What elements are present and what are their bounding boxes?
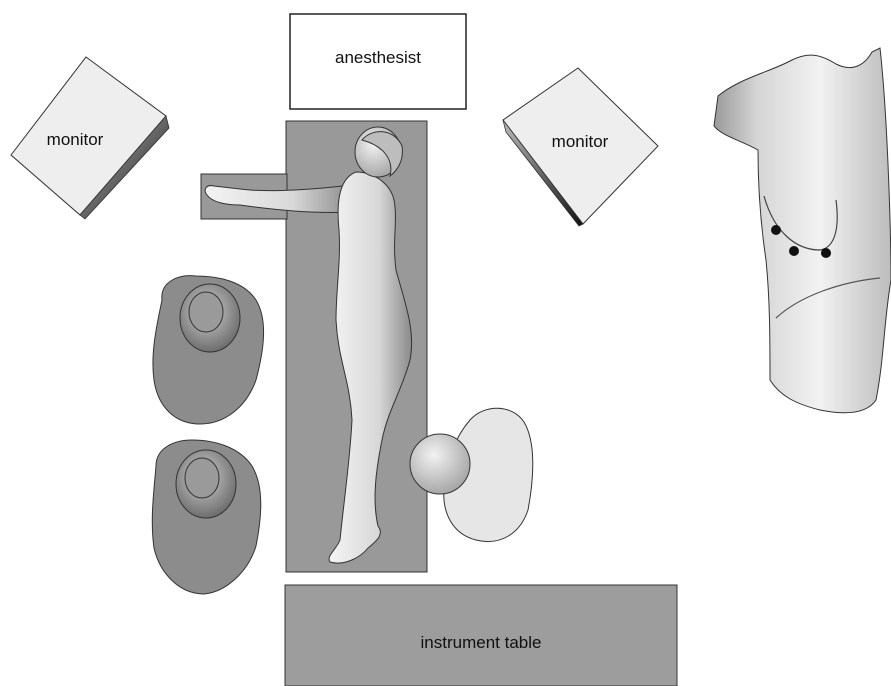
trocar-port-2 (789, 246, 799, 256)
instrument-table (285, 585, 677, 686)
monitor-left (11, 57, 169, 219)
trocar-port-1 (771, 225, 781, 235)
surgeon-upper (153, 276, 264, 424)
anesthesist-box (290, 14, 466, 109)
monitor-right (503, 68, 658, 226)
trocar-port-3 (821, 248, 831, 258)
surgeon-lower (152, 440, 260, 594)
torso-inset (714, 48, 891, 413)
assistant (410, 408, 533, 541)
